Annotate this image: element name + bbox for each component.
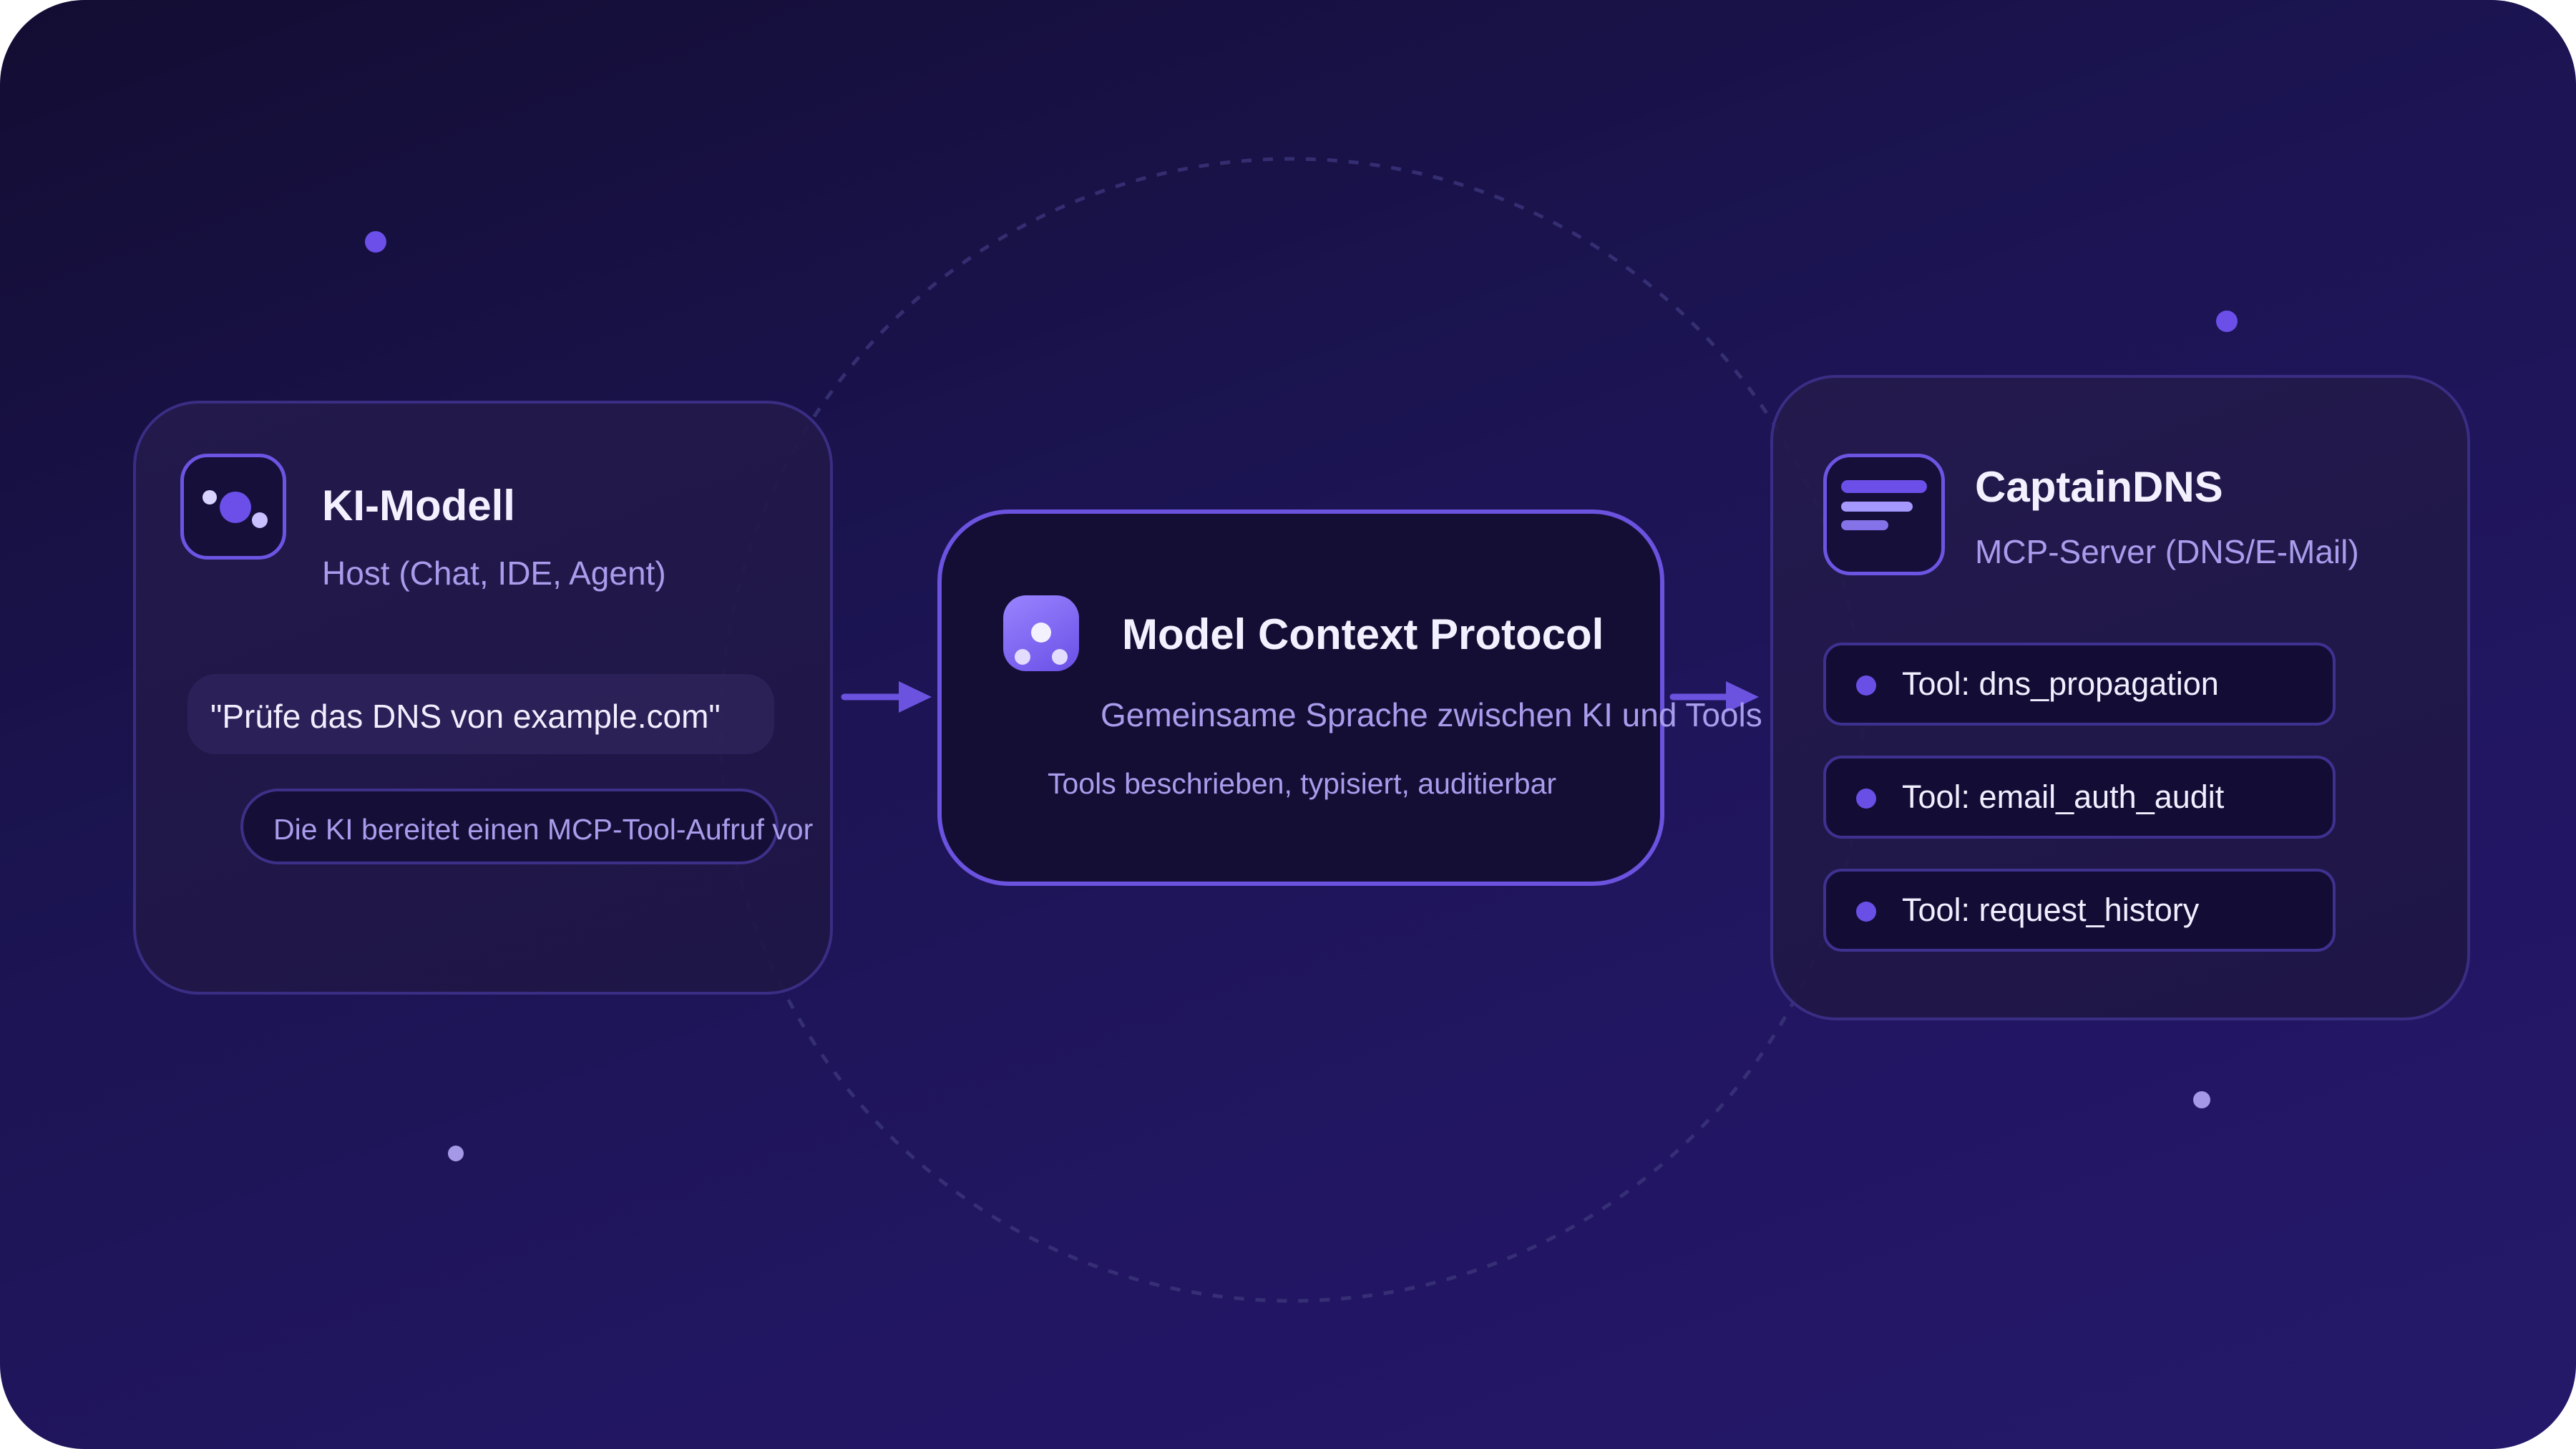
- protocol-subtitle: Gemeinsame Sprache zwischen KI und Tools: [1101, 696, 1762, 733]
- tool-item: Tool: email_auth_audit: [1823, 756, 2336, 839]
- decor-dot: [2193, 1091, 2210, 1108]
- bullet-dot-icon: [1856, 675, 1876, 696]
- protocol-card: [937, 509, 1664, 886]
- decor-dot: [448, 1146, 464, 1161]
- decor-dot: [365, 231, 386, 253]
- bullet-dot-icon: [1856, 789, 1876, 809]
- decor-dot: [2216, 311, 2238, 332]
- bullet-dot-icon: [1856, 902, 1876, 922]
- arrow-protocol-to-server: [1669, 681, 1759, 713]
- prompt-bubble: [187, 674, 774, 754]
- protocol-caption: Tools beschrieben, typisiert, auditierba…: [1048, 767, 1557, 800]
- host-title: KI-Modell: [322, 482, 515, 530]
- server-title: CaptainDNS: [1975, 463, 2223, 511]
- tool-label: Tool: dns_propagation: [1902, 665, 2219, 702]
- prompt-text: "Prüfe das DNS von example.com": [210, 698, 721, 735]
- tool-item: Tool: request_history: [1823, 869, 2336, 952]
- tool-item: Tool: dns_propagation: [1823, 643, 2336, 726]
- model-dots-icon: [180, 454, 286, 560]
- server-subtitle: MCP-Server (DNS/E-Mail): [1975, 533, 2359, 570]
- note-text: Die KI bereitet einen MCP-Tool-Aufruf vo…: [273, 813, 814, 846]
- tool-label: Tool: email_auth_audit: [1902, 779, 2225, 815]
- note-pill: [240, 789, 779, 864]
- protocol-title: Model Context Protocol: [1122, 610, 1604, 658]
- protocol-nodes-icon: [1003, 595, 1079, 671]
- arrow-host-to-protocol: [841, 681, 932, 713]
- tool-label: Tool: request_history: [1902, 892, 2200, 928]
- server-lines-icon: [1823, 454, 1945, 575]
- host-subtitle: Host (Chat, IDE, Agent): [322, 555, 666, 592]
